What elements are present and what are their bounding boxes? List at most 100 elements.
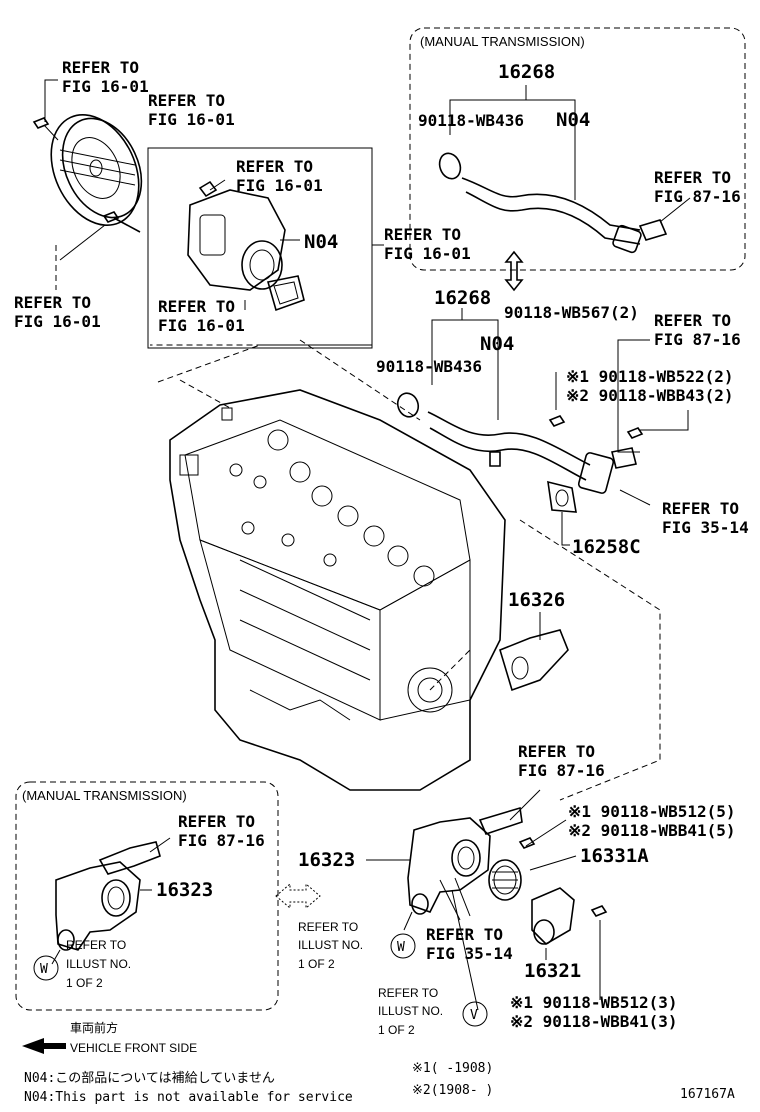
part-number-90118-wb436[interactable]: 90118-WB436 (418, 111, 524, 130)
pulley-illustration (50, 113, 143, 227)
part-number-16268[interactable]: 16268 (498, 61, 555, 83)
refer-to-label: REFER TO (518, 742, 595, 761)
illust-page-label: 1 OF 2 (298, 957, 335, 971)
refer-to-label: REFER TO (236, 157, 313, 176)
n04-note-en: N04:This part is not available for servi… (24, 1090, 353, 1105)
figure-id: 167167A (680, 1087, 735, 1102)
water-pipe-illustration (461, 177, 641, 231)
engine-block-illustration (169, 389, 506, 791)
refer-to-label: REFER TO (654, 311, 731, 330)
swap-arrow-icon (504, 250, 524, 292)
bolt-illustration (32, 117, 59, 141)
refer-fig-label[interactable]: FIG 16-01 (158, 316, 245, 335)
part-number-16321[interactable]: 16321 (524, 960, 581, 982)
note-1: ※1( -1908) (412, 1061, 493, 1076)
manual-transmission-box (409, 27, 746, 271)
thermostat-housing-illustration (55, 841, 161, 951)
refer-fig-label[interactable]: FIG 87-16 (518, 761, 605, 780)
part-number-90118-wb512-3[interactable]: ※1 90118-WB512(3) (510, 993, 678, 1012)
refer-to-label: REFER TO (148, 91, 225, 110)
refer-to-label: REFER TO (384, 225, 461, 244)
o-ring-illustration (396, 392, 420, 418)
swap-arrow-icon (275, 882, 321, 910)
refer-fig-label[interactable]: FIG 16-01 (62, 77, 149, 96)
illust-page-label: 1 OF 2 (66, 976, 103, 990)
part-number-90118-wbb43[interactable]: ※2 90118-WBB43(2) (566, 386, 734, 405)
refer-fig-label[interactable]: FIG 16-01 (14, 312, 101, 331)
gasket-illustration (499, 629, 569, 692)
illust-refer-to: REFER TO (66, 938, 126, 952)
refer-to-label: REFER TO (62, 58, 139, 77)
part-number-90118-wb512-5[interactable]: ※1 90118-WB512(5) (568, 802, 736, 821)
illust-w-letter: W (397, 940, 405, 955)
water-pipe-illustration (427, 411, 591, 466)
part-number-90118-wbb41-3[interactable]: ※2 90118-WBB41(3) (510, 1012, 678, 1031)
manual-transmission-box (15, 781, 279, 1011)
part-number-90118-wbb41-5[interactable]: ※2 90118-WBB41(5) (568, 821, 736, 840)
part-number-90118-wb567[interactable]: 90118-WB567(2) (504, 303, 639, 322)
manual-transmission-label: (MANUAL TRANSMISSION) (22, 788, 187, 803)
thermostat-gasket-group: 16326 (499, 589, 569, 692)
illust-refer-to: REFER TO (298, 920, 358, 934)
bolt-illustration (102, 211, 141, 233)
illust-refer-to: REFER TO (378, 986, 438, 1000)
illust-page-label: 1 OF 2 (378, 1023, 415, 1037)
manual-transmission-pipe-group: (MANUAL TRANSMISSION) 16268 90118-WB436 … (409, 27, 746, 271)
n04-label: N04 (556, 109, 590, 131)
refer-fig-label[interactable]: FIG 16-01 (384, 244, 471, 263)
illust-w-circle[interactable] (33, 955, 59, 981)
leader-dashed (429, 649, 471, 691)
automatic-pipe-group: 16268 90118-WB567(2) N04 90118-WB436 ※1 … (376, 287, 749, 558)
refer-fig-label[interactable]: FIG 87-16 (654, 330, 741, 349)
footer: 車両前方 VEHICLE FRONT SIDE N04:この部品については補給し… (22, 1020, 735, 1105)
illust-number-label[interactable]: ILLUST NO. (298, 938, 363, 952)
part-number-90118-wb436[interactable]: 90118-WB436 (376, 357, 482, 376)
part-number-90118-wb522[interactable]: ※1 90118-WB522(2) (566, 367, 734, 386)
water-pump-illustration (187, 180, 305, 312)
part-number-16323[interactable]: 16323 (156, 879, 213, 901)
refer-to-label: REFER TO (158, 297, 235, 316)
n04-note-jp: N04:この部品については補給していません (24, 1071, 275, 1086)
part-number-16268[interactable]: 16268 (434, 287, 491, 309)
manual-transmission-housing-group: (MANUAL TRANSMISSION) REFER TO FIG 87-16… (15, 781, 279, 1011)
o-ring-illustration (438, 152, 462, 180)
illust-number-label[interactable]: ILLUST NO. (378, 1004, 443, 1018)
bolt-illustration (590, 905, 608, 917)
refer-to-label: REFER TO (426, 925, 503, 944)
n04-label: N04 (304, 231, 338, 253)
vehicle-front-en: VEHICLE FRONT SIDE (70, 1041, 197, 1055)
refer-fig-label[interactable]: FIG 87-16 (654, 187, 741, 206)
leader-dashed (299, 339, 421, 421)
illust-v-letter: V (470, 1008, 478, 1023)
refer-fig-label[interactable]: FIG 35-14 (426, 944, 513, 963)
refer-fig-label[interactable]: FIG 35-14 (662, 518, 749, 537)
part-number-16323[interactable]: 16323 (298, 849, 355, 871)
leader-dashed (150, 344, 372, 383)
gasket-illustration (547, 480, 577, 513)
illust-number-label[interactable]: ILLUST NO. (66, 957, 131, 971)
refer-fig-label[interactable]: FIG 87-16 (178, 831, 265, 850)
leader-dashed (519, 519, 661, 801)
thermostat-housing-group: REFER TO FIG 87-16 ※1 90118-WB512(5) ※2 … (298, 742, 736, 1037)
bolt-illustration (548, 415, 566, 427)
refer-to-label: REFER TO (662, 499, 739, 518)
front-arrow-icon (22, 1038, 66, 1054)
thermostat-illustration (488, 859, 522, 901)
bolt-illustration (626, 427, 644, 439)
bolt-illustration (518, 837, 536, 849)
part-number-16331a[interactable]: 16331A (580, 845, 649, 867)
illust-w-circle[interactable] (390, 933, 416, 959)
water-pump-pulley-group: REFER TO FIG 16-01 REFER TO FIG 16-01 RE… (14, 58, 471, 349)
water-inlet-illustration (531, 887, 575, 946)
part-number-16326[interactable]: 16326 (508, 589, 565, 611)
part-number-16258c[interactable]: 16258C (572, 536, 641, 558)
illust-v-circle[interactable] (462, 1001, 488, 1027)
refer-to-label: REFER TO (654, 168, 731, 187)
water-pump-inset-box (147, 147, 373, 349)
refer-to-label: REFER TO (178, 812, 255, 831)
vehicle-front-jp: 車両前方 (70, 1020, 118, 1035)
refer-fig-label[interactable]: FIG 16-01 (148, 110, 235, 129)
refer-fig-label[interactable]: FIG 16-01 (236, 176, 323, 195)
